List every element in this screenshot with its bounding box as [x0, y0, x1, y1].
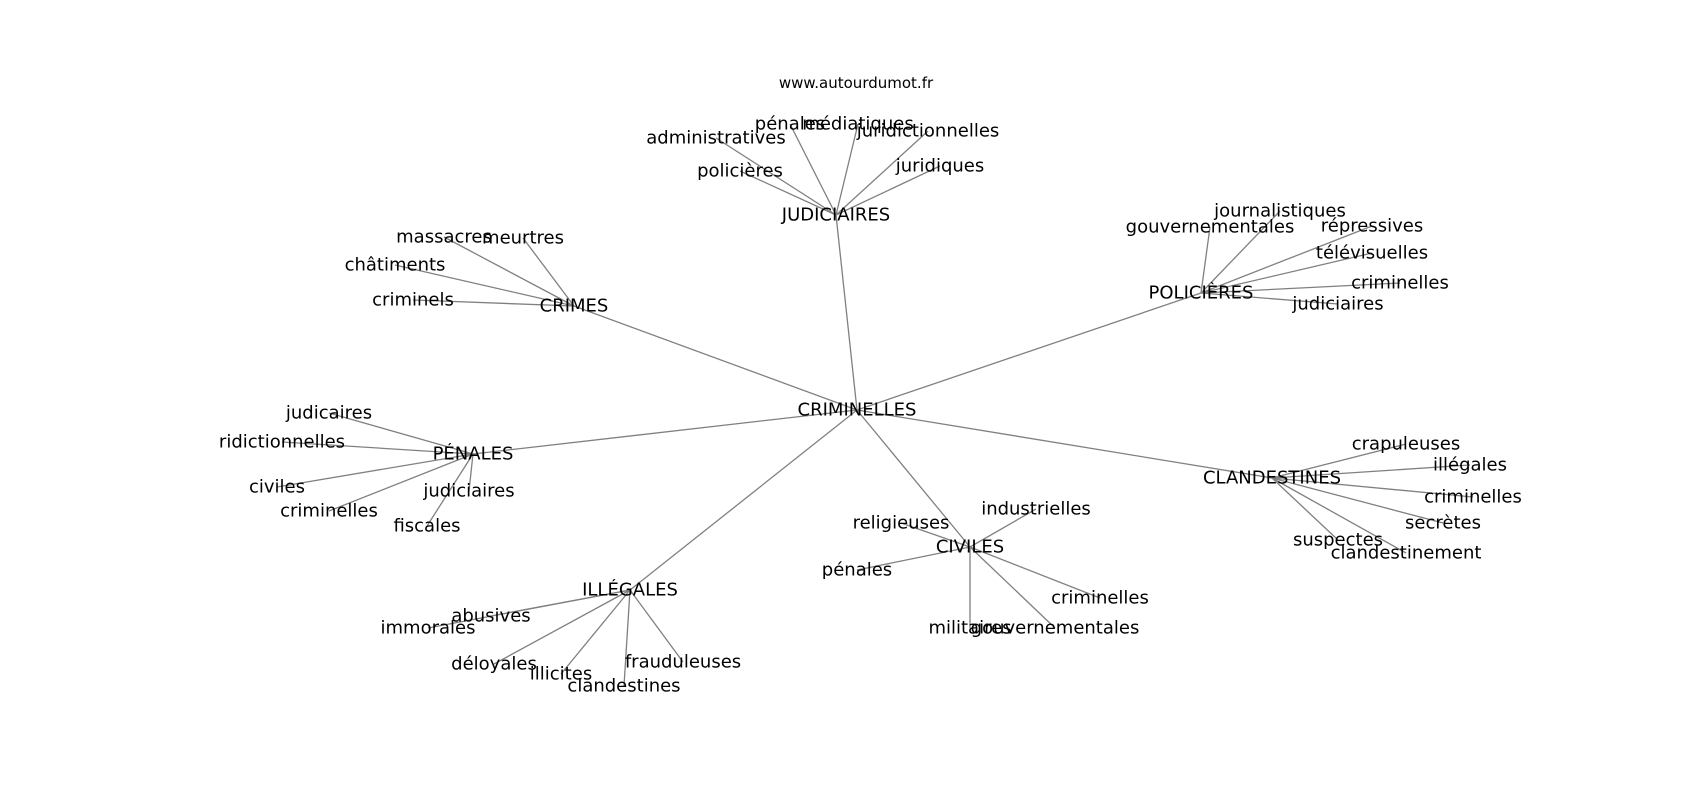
edge-center-to-group	[472, 409, 858, 455]
leaf-node-label: illicites	[530, 664, 592, 685]
leaf-node-label: criminelles	[1051, 588, 1149, 609]
edge-group-to-leaf	[623, 589, 631, 687]
edge-group-to-leaf	[1271, 477, 1474, 498]
edge-center-to-group	[573, 305, 858, 411]
edge-group-to-leaf	[835, 123, 859, 216]
leaf-node-label: criminelles	[280, 501, 378, 522]
edge-center-to-group	[856, 409, 1273, 479]
edge-group-to-leaf	[835, 130, 929, 216]
leaf-node-label: clandestinement	[1331, 543, 1482, 564]
group-node-label: CRIMES	[540, 296, 609, 317]
edge-group-to-leaf	[1200, 252, 1373, 294]
edge-group-to-leaf	[715, 137, 837, 216]
edge-group-to-leaf	[1271, 477, 1444, 524]
leaf-node-label: châtiments	[345, 255, 446, 276]
group-node-label: POLICIÈRES	[1149, 282, 1254, 304]
edge-group-to-leaf	[969, 546, 1056, 629]
leaf-node-label: crapuleuses	[1352, 434, 1460, 455]
edge-group-to-leaf	[1200, 226, 1211, 294]
leaf-node-label: judicaires	[285, 403, 372, 424]
edge-group-to-leaf	[394, 264, 575, 307]
leaf-node-label: déloyales	[451, 654, 537, 675]
leaf-node-label: ridictionnelles	[219, 432, 345, 453]
edge-group-to-leaf	[1271, 477, 1339, 541]
leaf-node-label: secrètes	[1405, 513, 1481, 534]
center-node-label: CRIMINELLES	[798, 400, 917, 421]
leaf-node-label: médiatiques	[802, 114, 913, 135]
edge-group-to-leaf	[900, 522, 971, 548]
leaf-node-label: abusives	[451, 606, 530, 627]
edge-center-to-group	[856, 292, 1202, 411]
edge-group-to-leaf	[835, 165, 941, 216]
leaf-node-label: clandestines	[567, 676, 680, 697]
leaf-node-label: illégales	[1433, 455, 1507, 476]
edge-group-to-leaf	[739, 170, 837, 216]
group-node-label: CLANDESTINES	[1203, 468, 1341, 489]
leaf-node-label: criminels	[372, 290, 454, 311]
leaf-node-label: gouvernementales	[1126, 217, 1295, 238]
leaf-node-label: juridictionnelles	[856, 121, 1000, 142]
edge-group-to-leaf	[1200, 225, 1373, 294]
edge-group-to-leaf	[560, 589, 631, 675]
leaf-node-label: pénales	[755, 114, 825, 135]
edge-group-to-leaf	[276, 453, 474, 488]
leaf-node-label: massacres	[396, 227, 492, 248]
leaf-node-label: gouvernementales	[971, 618, 1140, 639]
leaf-node-label: criminelles	[1351, 273, 1449, 294]
leaf-node-label: frauduleuses	[625, 652, 741, 673]
edge-group-to-leaf	[281, 441, 474, 455]
edge-group-to-leaf	[443, 236, 575, 307]
edge-group-to-leaf	[493, 589, 631, 665]
leaf-node-label: immorales	[381, 618, 476, 639]
edge-group-to-leaf	[522, 237, 575, 307]
edge-group-to-leaf	[969, 546, 1101, 599]
edge-group-to-leaf	[856, 546, 971, 571]
edge-group-to-leaf	[1200, 210, 1281, 294]
leaf-node-label: militaires	[928, 618, 1011, 639]
leaf-node-label: industrielles	[981, 499, 1091, 520]
group-node-label: JUDICIAIRES	[781, 205, 890, 226]
leaf-node-label: juridiques	[895, 156, 985, 177]
leaf-node-label: pénales	[822, 560, 892, 581]
edge-center-to-group	[856, 409, 971, 548]
edge-group-to-leaf	[1200, 282, 1401, 294]
edge-group-to-leaf	[468, 453, 474, 492]
edge-center-to-group	[835, 214, 858, 411]
edge-center-to-group	[629, 409, 858, 591]
group-node-label: PÉNALES	[433, 443, 514, 465]
edge-group-to-leaf	[1200, 292, 1339, 305]
edge-group-to-leaf	[426, 453, 474, 527]
leaf-node-label: meurtres	[482, 228, 564, 249]
leaf-node-label: religieuses	[853, 513, 950, 534]
leaf-node-label: policières	[697, 161, 783, 182]
leaf-node-label: télévisuelles	[1316, 243, 1428, 264]
edge-group-to-leaf	[328, 453, 474, 512]
leaf-node-label: criminelles	[1424, 487, 1522, 508]
edge-group-to-leaf	[1271, 464, 1471, 479]
leaf-node-label: suspectes	[1293, 530, 1383, 551]
leaf-node-label: répressives	[1321, 216, 1423, 237]
leaf-node-label: judiciaires	[422, 481, 514, 502]
edge-group-to-leaf	[789, 123, 837, 216]
edge-group-to-leaf	[969, 508, 1037, 548]
leaf-node-label: civiles	[249, 477, 305, 498]
leaf-node-label: administratives	[646, 128, 785, 149]
edge-group-to-leaf	[1271, 443, 1407, 479]
group-node-label: CIVILES	[936, 537, 1004, 558]
label-layer: www.autourdumot.fr CRIMINELLES JUDICIAIRE…	[219, 74, 1522, 697]
edge-layer	[276, 123, 1474, 687]
edge-group-to-leaf	[328, 412, 474, 455]
edge-group-to-leaf	[427, 589, 631, 629]
leaf-node-label: fiscales	[393, 516, 460, 537]
edge-group-to-leaf	[412, 299, 575, 307]
group-node-label: ILLÉGALES	[582, 579, 678, 601]
site-watermark: www.autourdumot.fr	[779, 74, 934, 92]
edge-group-to-leaf	[1271, 477, 1407, 554]
leaf-node-label: judiciaires	[1291, 294, 1383, 315]
leaf-node-label: journalistiques	[1213, 201, 1346, 222]
edge-group-to-leaf	[629, 589, 684, 663]
